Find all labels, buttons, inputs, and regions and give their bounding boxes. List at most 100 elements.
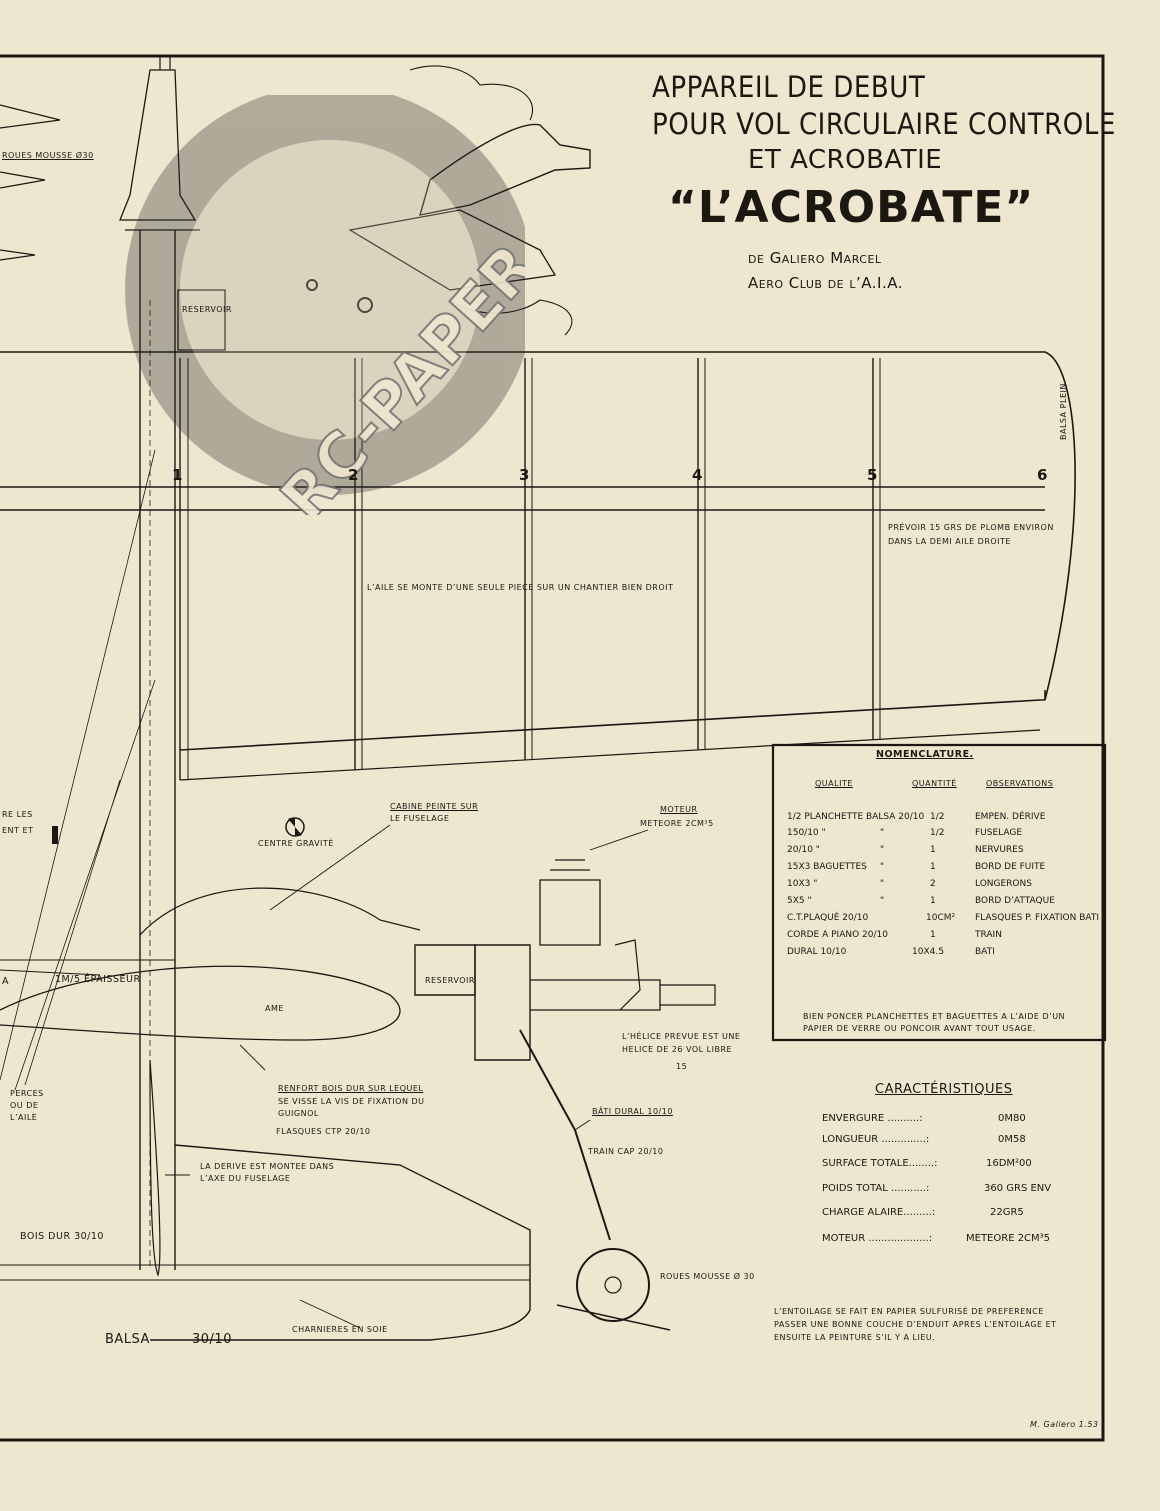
car-label: Envergure ..........: bbox=[822, 1113, 923, 1124]
label-balsa: Balsa bbox=[105, 1332, 150, 1347]
nom-qualite: 1/2 planchette balsa 20/10 bbox=[787, 812, 925, 822]
label-centre-gravite: Centre gravité bbox=[258, 839, 334, 848]
nomenclature-note-2: papier de verre ou poncoir avant tout us… bbox=[803, 1024, 1036, 1033]
label-bati: Bâti dural 10/10 bbox=[592, 1107, 673, 1116]
rib-number: 2 bbox=[348, 466, 359, 484]
nom-qualite: 15x3 baguettes bbox=[787, 862, 867, 872]
entoilage-1: L’entoilage se fait en papier sulfurisé … bbox=[774, 1307, 1044, 1316]
nom-quantite: 1 bbox=[930, 930, 936, 940]
club: Aero Club de l’A.I.A. bbox=[748, 274, 904, 292]
label-helice-1: L’hélice prevue est une bbox=[622, 1032, 741, 1041]
title-line-1: Appareil de debut bbox=[652, 70, 926, 104]
nomenclature-title: Nomenclature. bbox=[876, 749, 974, 760]
label-flasques: Flasques CTP 20/10 bbox=[276, 1127, 371, 1136]
nom-quantite: 10x4.5 bbox=[912, 947, 944, 957]
nom-ditto: " bbox=[880, 845, 885, 855]
nomenclature-header-qualite: Qualite bbox=[815, 779, 853, 788]
nom-ditto: " bbox=[880, 862, 885, 872]
nom-qualite: Dural 10/10 bbox=[787, 947, 847, 957]
nom-quantite: 1/2 bbox=[930, 812, 945, 822]
nomenclature-header-observations: Observations bbox=[986, 779, 1054, 788]
label-helice-2: helice de 26 vol libre bbox=[622, 1045, 733, 1054]
label-cabine-2: le fuselage bbox=[390, 814, 450, 823]
label-roues-bottom: Roues mousse ø 30 bbox=[660, 1272, 755, 1281]
nom-observation: Train bbox=[975, 930, 1002, 940]
entoilage-3: ensuite la peinture s’il y a lieu. bbox=[774, 1333, 936, 1342]
car-value: 360 grs env bbox=[984, 1183, 1052, 1194]
nom-observation: Nervures bbox=[975, 845, 1024, 855]
label-epaisseur: 1m/5 épaisseur bbox=[55, 974, 141, 985]
nom-quantite: 1 bbox=[930, 845, 936, 855]
label-moteur-1: Moteur bbox=[660, 805, 698, 814]
car-label: Longueur ..............: bbox=[822, 1134, 930, 1145]
label-renfort-1: Renfort bois dur sur lequel bbox=[278, 1084, 424, 1093]
nom-qualite: 20/10 " bbox=[787, 845, 820, 855]
label-aile: L’aile se monte d’une seule piece sur un… bbox=[367, 583, 674, 592]
nom-observation: Bord d’attaque bbox=[975, 896, 1055, 906]
car-value: 16dm²00 bbox=[986, 1158, 1032, 1169]
nom-qualite: 150/10 " bbox=[787, 828, 826, 838]
model-name: “L’ACROBATE” bbox=[668, 182, 1035, 233]
title-line-3: et acrobatie bbox=[748, 145, 943, 175]
nom-quantite: 10cm² bbox=[926, 913, 956, 923]
label-reservoir-side: Reservoir bbox=[425, 976, 475, 985]
label-moteur-2: Meteore 2cm³5 bbox=[640, 819, 714, 828]
label-helice-3: 15 bbox=[676, 1062, 688, 1071]
nom-observation: Fuselage bbox=[975, 828, 1023, 838]
label-derive-1: La derive est montee dans bbox=[200, 1162, 335, 1171]
entoilage-2: passer une bonne couche d’enduit apres l… bbox=[774, 1320, 1057, 1329]
label-left-aile: l’aile bbox=[10, 1113, 38, 1122]
car-value: 0m58 bbox=[998, 1134, 1026, 1145]
car-value: 22gr5 bbox=[990, 1207, 1024, 1218]
car-label: Poids total ...........: bbox=[822, 1183, 930, 1194]
rib-number: 3 bbox=[519, 466, 530, 484]
label-prevoir-1: Prévoir 15 grs de plomb environ bbox=[888, 523, 1054, 532]
label-reservoir-top: Reservoir bbox=[182, 305, 232, 314]
label-left-ou: ou de bbox=[10, 1101, 39, 1110]
label-balsa-plein: Balsa plein bbox=[1059, 383, 1068, 440]
nom-quantite: 1 bbox=[930, 896, 936, 906]
car-label: Charge alaire.........: bbox=[822, 1207, 936, 1218]
nom-qualite: 10x3 " bbox=[787, 879, 818, 889]
rib-number: 4 bbox=[692, 466, 703, 484]
car-value: Meteore 2cm³5 bbox=[966, 1233, 1051, 1244]
nom-ditto: " bbox=[880, 896, 885, 906]
label-charnieres: Charnieres en soie bbox=[292, 1325, 388, 1334]
car-value: 0m80 bbox=[998, 1113, 1026, 1124]
label-left-les: re les bbox=[2, 810, 33, 819]
nom-qualite: C.T.plaqué 20/10 bbox=[787, 913, 869, 923]
car-label: Surface totale........: bbox=[822, 1158, 938, 1169]
nomenclature-note-1: Bien poncer planchettes et baguettes a l… bbox=[803, 1012, 1066, 1021]
label-renfort-3: guignol bbox=[278, 1109, 319, 1118]
label-left-ent: ent et bbox=[2, 826, 34, 835]
nom-quantite: 1/2 bbox=[930, 828, 945, 838]
label-cabine-1: Cabine peinte sur bbox=[390, 802, 479, 811]
label-renfort-2: se visse la vis de fixation du bbox=[278, 1097, 425, 1106]
label-bois-dur: Bois dur 30/10 bbox=[20, 1231, 104, 1242]
label-train: Train CAP 20/10 bbox=[588, 1147, 664, 1156]
signature: M. Galiero 1.53 bbox=[1030, 1420, 1099, 1429]
nom-ditto: " bbox=[880, 879, 885, 889]
nom-ditto: " bbox=[880, 828, 885, 838]
nom-observation: Bord de fuite bbox=[975, 862, 1046, 872]
rib-number: 6 bbox=[1037, 466, 1048, 484]
rib-number: 1 bbox=[172, 466, 183, 484]
label-left-a: a bbox=[2, 976, 9, 987]
nom-quantite: 2 bbox=[930, 879, 936, 889]
nom-qualite: 5x5 " bbox=[787, 896, 812, 906]
car-label: Moteur ...................: bbox=[822, 1233, 933, 1244]
label-ame: Ame bbox=[265, 1004, 284, 1013]
nom-qualite: Corde a piano 20/10 bbox=[787, 930, 888, 940]
author: de Galiero Marcel bbox=[748, 249, 882, 267]
nomenclature-header-quantite: Quantité bbox=[912, 779, 957, 788]
nom-observation: Flasques p. fixation bati bbox=[975, 913, 1100, 923]
caracteristiques-title: Caractéristiques bbox=[875, 1082, 1013, 1097]
label-left-perces: perces bbox=[10, 1089, 44, 1098]
nom-observation: Bati bbox=[975, 947, 995, 957]
title-line-2: pour vol circulaire controle bbox=[652, 107, 1116, 141]
nom-quantite: 1 bbox=[930, 862, 936, 872]
label-prevoir-2: dans la demi aile droite bbox=[888, 537, 1011, 546]
label-roues-top: Roues mousse ø30 bbox=[2, 151, 94, 160]
